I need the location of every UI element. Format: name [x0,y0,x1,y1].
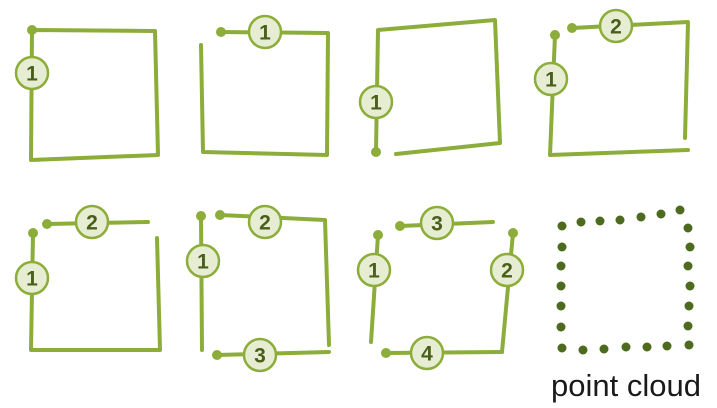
cloud-point [621,342,631,352]
cloud-point [683,261,693,271]
cloud-point [557,343,567,353]
badge-label: 3 [254,345,266,368]
stroke-start-dot [395,221,405,231]
badge-label: 1 [26,268,38,291]
cloud-point [557,221,567,231]
cloud-point [683,223,693,233]
cloud-point [556,322,566,332]
badge-circle [242,337,278,373]
badge-circle [489,252,525,288]
badge-label: 1 [368,260,380,283]
stroke-start-dot [196,211,206,221]
badge-label: 2 [610,16,622,39]
badge-label: 2 [259,212,271,235]
point-cloud [556,205,695,355]
cloud-point [556,301,566,311]
cloud-point [685,242,695,252]
stroke-path [570,20,690,140]
stroke-path [199,214,204,352]
stroke-start-dot [373,230,383,240]
cloud-point [556,261,566,271]
point-cloud-caption: point cloud [551,368,701,403]
cloud-point [599,344,609,354]
stroke-path [374,18,502,156]
stroke-start-dot [28,228,38,238]
stroke-path [29,28,160,162]
cloud-point [615,215,625,225]
cloud-point [675,205,685,215]
stroke-start-dot [42,219,52,229]
badge-label: 1 [26,63,38,86]
stroke-start-dot [550,30,560,40]
stroke-path [369,233,380,344]
stroke-path [548,33,690,157]
cloud-point [556,281,566,291]
cloud-point [636,212,646,222]
badge-circle [358,84,394,120]
panel-open-stroke [199,27,330,157]
panel-four-strokes [369,220,518,358]
cloud-point [595,216,605,226]
stroke-start-dot [371,147,381,157]
cloud-point [576,217,586,227]
cloud-point [684,340,694,350]
badge-circle [247,14,283,50]
cloud-point [557,242,567,252]
panel-single-stroke [27,25,160,162]
cloud-point [685,281,695,291]
stroke-path [29,231,162,352]
badge-label: 1 [545,69,557,92]
stroke-start-dot [381,348,391,358]
badge-circle [14,260,50,296]
cloud-point [656,209,666,219]
badge-circle [598,8,634,44]
cloud-point [578,345,588,355]
stroke-path [500,231,515,354]
badge-circle [533,61,569,97]
badge-label: 2 [501,260,513,283]
cloud-point [662,341,672,351]
cloud-point [642,342,652,352]
cloud-point [684,301,694,311]
badge-label: 1 [370,92,382,115]
badge-circle [419,205,455,241]
badge-circle [409,335,445,371]
badge-circle [74,204,110,240]
badge-label: 2 [86,212,98,235]
stroke-start-dot [212,350,222,360]
badge-circle [14,55,50,91]
badge-label: 3 [431,213,443,236]
stroke-start-dot [216,27,226,37]
stroke-start-dot [508,228,518,238]
badge-label: 1 [259,22,271,45]
stroke-start-dot [27,25,37,35]
stroke-start-dot [215,210,225,220]
badge-circle [247,204,283,240]
panel-bottom-start-stroke [371,18,502,157]
cloud-point [683,321,693,331]
badge-circle [356,252,392,288]
badge-circle [185,243,221,279]
stroke-start-dot [567,23,577,33]
badge-label: 1 [197,251,209,274]
stroke-path [199,30,330,157]
badge-label: 4 [421,343,433,366]
